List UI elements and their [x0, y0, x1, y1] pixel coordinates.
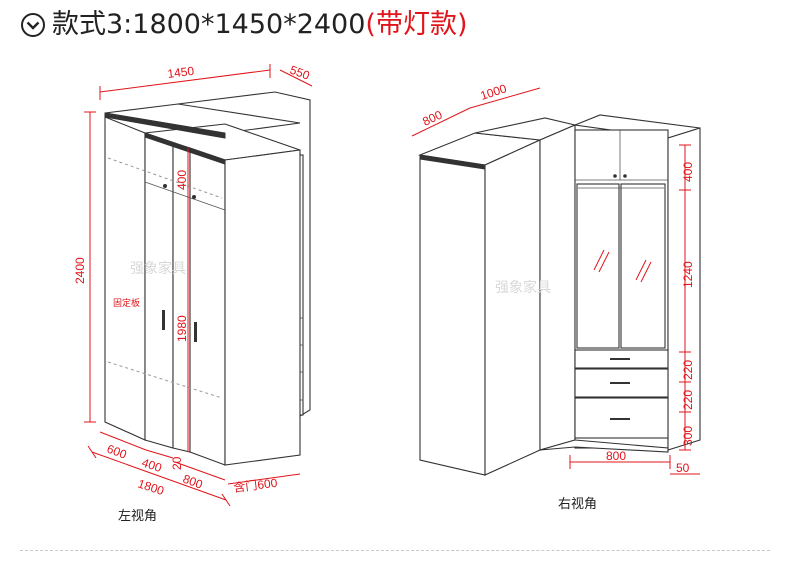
dim-r-side: 50	[676, 461, 690, 475]
dim-total: 1800	[136, 477, 166, 499]
dim-base-b: 400	[140, 456, 164, 476]
left-caption: 左视角	[118, 509, 157, 524]
chevron-down-circle-icon	[21, 13, 45, 37]
title-tag: (带灯款)	[365, 9, 468, 40]
left-view: 强象家具 固定板 1450 550 2400 400 1980 600 400 …	[73, 63, 313, 524]
dim-base-a: 600	[105, 442, 129, 462]
dim-r-top-b: 1000	[479, 81, 509, 103]
dim-r-top-a: 800	[420, 107, 444, 128]
wardrobe-diagram: 强象家具 固定板 1450 550 2400 400 1980 600 400 …	[73, 63, 701, 524]
right-caption: 右视角	[558, 497, 597, 512]
right-view: 强象家具 800 1000 400 1240 220 220 300 800 5…	[411, 81, 701, 512]
dim-upper: 400	[175, 170, 189, 190]
dim-top-width: 1450	[167, 64, 196, 81]
door-left	[144, 132, 174, 449]
dim-r-drawer1: 220	[681, 360, 695, 380]
dim-door-incl: 含门600	[233, 475, 279, 495]
fixed-panel-label: 固定板	[113, 297, 140, 309]
front-top-edge	[144, 132, 226, 165]
title-main: 款式3:1800*1450*2400	[52, 9, 366, 40]
dim-r-bottom: 300	[681, 426, 695, 446]
display-side	[667, 127, 701, 451]
glass-door-left	[576, 183, 620, 349]
base-plinth	[539, 439, 669, 453]
dim-r-base-width: 800	[606, 449, 626, 463]
dim-r-drawer2: 220	[681, 390, 695, 410]
dim-r-upper: 400	[681, 162, 695, 182]
header: 款式3:1800*1450*2400(带灯款)	[0, 0, 790, 50]
fixed-panel	[104, 116, 146, 441]
right-left-panel	[419, 158, 486, 476]
right-watermark: 强象家具	[495, 279, 551, 296]
left-side-panel	[224, 149, 301, 466]
footer-divider	[20, 550, 770, 551]
dim-height: 2400	[73, 257, 87, 284]
left-watermark: 强象家具	[130, 260, 186, 277]
right-front-panel	[484, 139, 541, 476]
page-title: 款式3:1800*1450*2400(带灯款)	[52, 8, 468, 42]
dim-base-d: 800	[181, 472, 205, 492]
dim-door-height: 1980	[175, 315, 189, 342]
dim-top-depth: 550	[288, 63, 312, 83]
dim-r-glass: 1240	[681, 261, 695, 288]
left-top-edge	[104, 112, 226, 139]
